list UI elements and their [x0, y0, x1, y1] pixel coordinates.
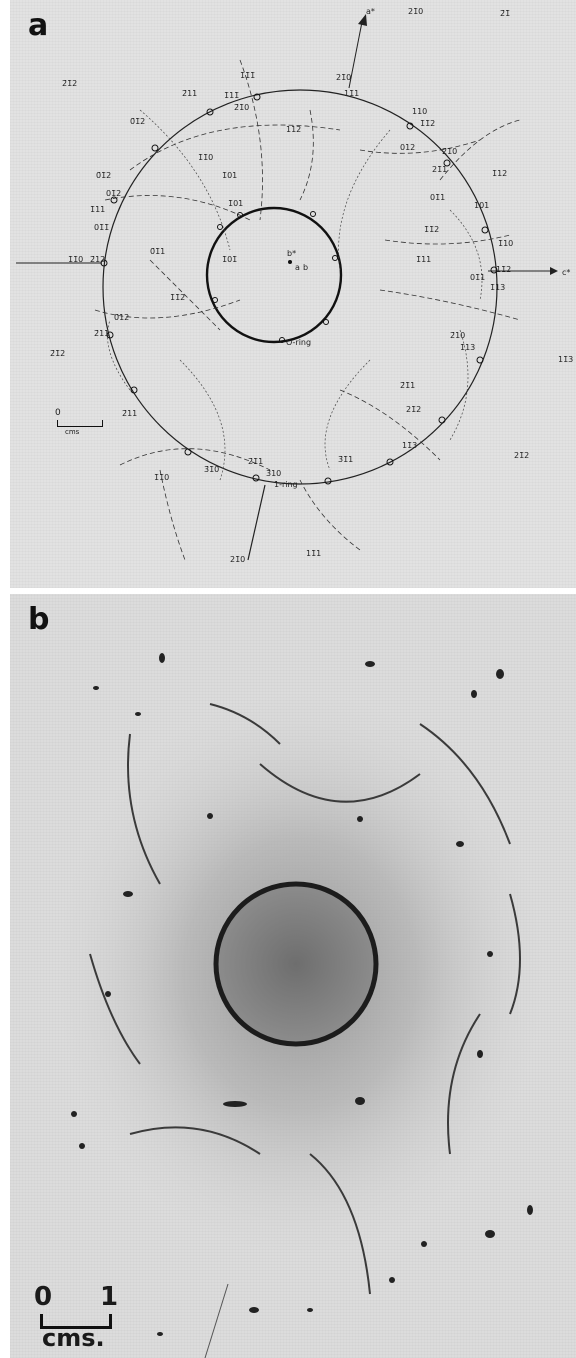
a-label: a [295, 263, 300, 272]
reflection-label: 0̄12 [114, 313, 129, 322]
reflection-label: 0̄1̄2 [130, 117, 145, 126]
a-star-label: a* [366, 7, 375, 16]
reflection-label: 2̄1̄1 [400, 381, 415, 390]
reflection-label: 11̄3 [402, 441, 417, 450]
reflection-label: 3̄1̄0 [204, 465, 219, 474]
reflection-label: 1̄11̄ [224, 91, 239, 100]
b-star-label: b* [287, 249, 296, 258]
outer-ring [103, 90, 497, 484]
outer-ring-label: 1-ring [274, 480, 298, 489]
panel-a-diagram: a* c* b* a b O-ring 1-ring 21̄0 2̄1̄ 2̄1… [10, 0, 576, 588]
reflection-label: 2̄1̄2 [50, 349, 65, 358]
panel-a-scale-bar: 0 cms [55, 408, 115, 438]
reflection-label: 3̄10 [266, 469, 281, 478]
panel-b-photo [10, 594, 576, 1358]
inner-ring-label: O-ring [286, 338, 311, 347]
reflection-label: 1̄13 [490, 283, 505, 292]
reflection-label: 2̄1̄ [500, 9, 510, 18]
bottom-axis [248, 485, 265, 560]
reflection-label: 1̄01 [222, 171, 237, 180]
reflection-label: 3̄1̄1 [338, 455, 353, 464]
reflection-label: 1̄1̄2 [170, 293, 185, 302]
inner-ring [207, 208, 341, 342]
reflection-label: 2̄11 [122, 409, 137, 418]
panel-a-indexed-diagram: a* c* b* a b O-ring 1-ring 21̄0 2̄1̄ 2̄1… [10, 0, 576, 588]
reflection-label: 1̄1̄0 [154, 473, 169, 482]
scale-unit-label: cms. [42, 1324, 105, 1352]
reflection-label: 1̄13 [460, 343, 475, 352]
c-star-arrowhead [550, 267, 558, 275]
reflection-label: 110 [412, 107, 427, 116]
reflection-label: 1̄12 [492, 169, 507, 178]
reflection-label: 2̄1̄2 [62, 79, 77, 88]
dashed-arcs [95, 60, 520, 560]
reflection-label: 1̄1̄2 [424, 225, 439, 234]
reflection-label: 2̄11 [94, 329, 109, 338]
reflection-label: 01̄1 [470, 273, 485, 282]
reflection-label: 0̄1̄2 [96, 171, 111, 180]
reflection-label: 11̄1 [344, 89, 359, 98]
panel-b-letter: b [28, 602, 49, 637]
reflection-label: 01̄2 [106, 189, 121, 198]
reflection-label: 2̄11 [182, 89, 197, 98]
dotted-arcs [108, 110, 483, 480]
c-star-label: c* [562, 268, 570, 277]
reflection-label: 1̄1̄0 [68, 255, 83, 264]
reflection-label: 2̄12 [90, 255, 105, 264]
reflection-label: 1̄11 [416, 255, 431, 264]
reflection-label: 2̄1̄0 [234, 103, 249, 112]
reflection-label: 1̄1̄0 [198, 153, 213, 162]
panel-a-letter: a [28, 8, 48, 43]
reflection-label: 1̄01̄ [222, 255, 237, 264]
scratch-line [205, 1284, 228, 1358]
reflection-label: 21̄2 [514, 451, 529, 460]
reflection-label: 01̄1̄ [94, 223, 109, 232]
b-label: b [303, 263, 308, 272]
reflection-label: 21̄0 [230, 555, 245, 564]
reflection-label: 1̄1̄2 [420, 119, 435, 128]
reflection-label: 1̄1̄1̄ [240, 71, 255, 80]
reflection-label: 01̄1 [430, 193, 445, 202]
scale-one-label: 1 [100, 1282, 118, 1312]
reflection-label: 21̄0 [336, 73, 351, 82]
reflection-label: 1̄11 [90, 205, 105, 214]
scale-zero-label: 0 [34, 1282, 52, 1312]
reflection-label: 112 [286, 125, 301, 134]
reflection-label: 21̄1 [432, 165, 447, 174]
reflection-label: 11̄2 [496, 265, 511, 274]
reflection-label: 1̄01 [228, 199, 243, 208]
reflection-label: 11̄3 [558, 355, 573, 364]
center-spot [288, 260, 292, 264]
scale-zero-label: 0 [55, 408, 61, 418]
reflection-label: 0̄1̄1 [150, 247, 165, 256]
panel-b-scale-bar: 0 1 cms. [34, 1284, 144, 1354]
reflection-label: 11̄1 [306, 549, 321, 558]
scale-unit-label: cms [65, 428, 79, 436]
reflection-label: 2̄1̄1 [248, 457, 263, 466]
scale-bar-line [57, 420, 103, 427]
reflection-label: 21̄0 [408, 7, 423, 16]
reflection-label: 101 [474, 201, 489, 210]
reflection-label: 2̄10 [450, 331, 465, 340]
reflection-label: 2̄1̄0 [442, 147, 457, 156]
reflection-label: 21̄2 [406, 405, 421, 414]
reflection-label: 1̄10 [498, 239, 513, 248]
panel-b-diffraction-photo: b 0 1 cms. [10, 594, 576, 1358]
reflection-label: 012 [400, 143, 415, 152]
